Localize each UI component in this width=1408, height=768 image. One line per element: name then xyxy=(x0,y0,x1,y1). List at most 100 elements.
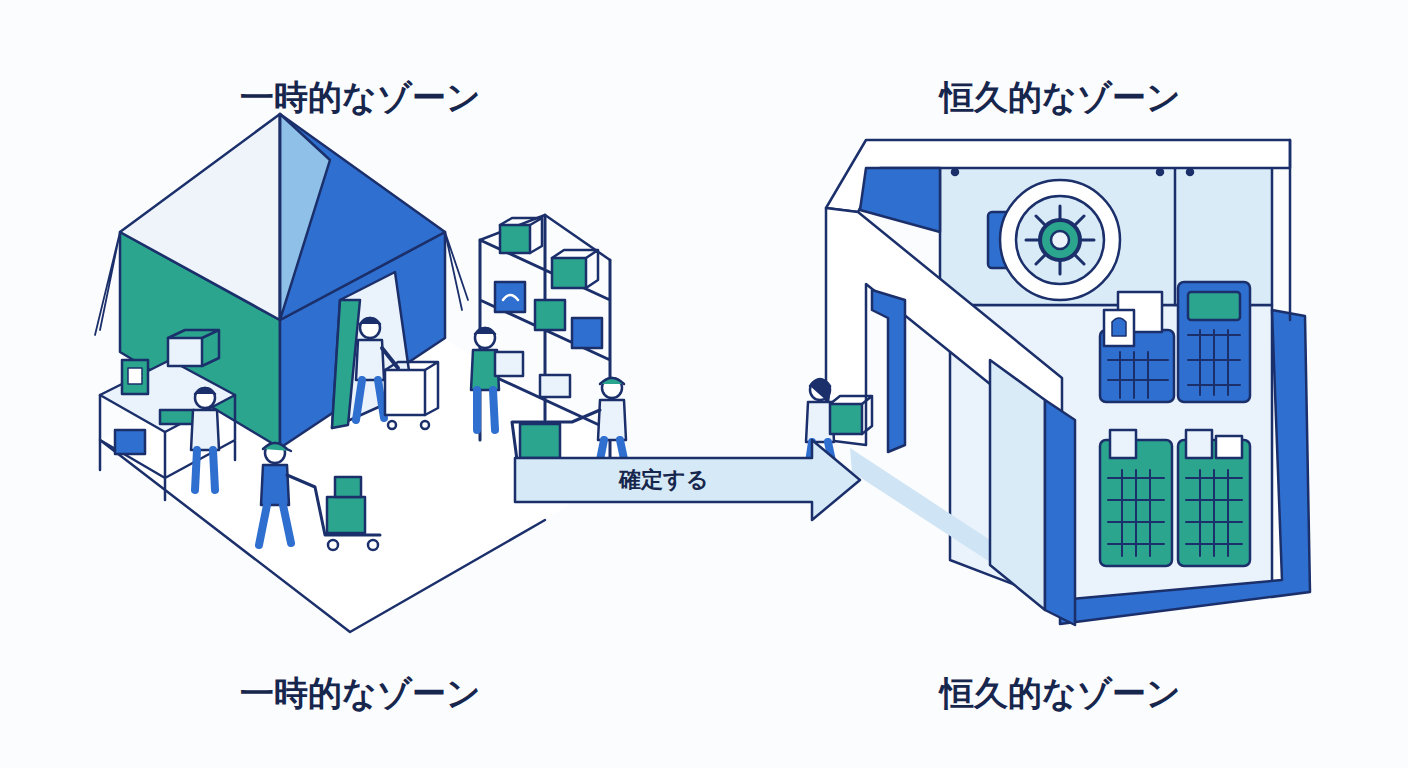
shelf-rack xyxy=(500,218,542,253)
storage-racks xyxy=(1178,282,1250,402)
worker xyxy=(382,348,398,368)
worker xyxy=(195,388,215,394)
left-table xyxy=(160,410,194,424)
shelf-rack xyxy=(500,225,530,253)
worker-with-cart xyxy=(335,477,361,497)
shelf-rack xyxy=(495,282,525,312)
vault-building xyxy=(1174,155,1177,305)
zone-heading: 一時的なゾーン xyxy=(240,76,481,119)
storage-racks xyxy=(1188,292,1240,320)
worker-with-cart xyxy=(328,540,338,550)
vault-door xyxy=(1016,196,1104,284)
cart xyxy=(388,421,396,429)
worker-with-cart xyxy=(598,400,626,440)
left-table xyxy=(100,395,235,500)
vault-building xyxy=(850,448,990,562)
storage-racks xyxy=(1110,430,1136,458)
worker-with-cart xyxy=(259,505,291,545)
left-table xyxy=(122,360,148,394)
worker xyxy=(477,390,495,430)
worker xyxy=(195,450,215,490)
zone-region: 一時的なゾーン一時的なゾーン xyxy=(205,70,515,720)
worker-with-cart xyxy=(520,424,560,458)
tent xyxy=(280,114,445,320)
worker xyxy=(356,380,384,420)
cart xyxy=(421,421,429,429)
worker-with-cart xyxy=(512,410,600,460)
cart xyxy=(385,370,425,415)
worker xyxy=(475,328,495,334)
shelf-rack xyxy=(480,215,610,260)
zone-region: 恒久的なゾーン恒久的なゾーン xyxy=(860,70,1260,720)
worker-carrying-box xyxy=(830,404,862,434)
worker-with-cart xyxy=(263,443,291,451)
storage-racks xyxy=(1186,430,1212,458)
vault-building xyxy=(1187,169,1193,175)
worker-with-cart xyxy=(259,443,380,550)
zone-caption: 恒久的なゾーン xyxy=(940,672,1181,715)
shelf-rack xyxy=(503,295,518,300)
worker xyxy=(471,328,523,430)
vault-door xyxy=(1000,180,1120,300)
vault-building xyxy=(1289,140,1292,320)
worker xyxy=(495,352,523,376)
storage-racks xyxy=(1188,330,1240,395)
storage-racks xyxy=(1100,282,1250,566)
vault-building xyxy=(872,290,905,452)
worker-carrying-box xyxy=(830,396,872,434)
left-table xyxy=(168,330,219,366)
arrow-label: 確定する xyxy=(613,463,715,497)
zone-caption: 一時的なゾーン xyxy=(240,672,481,715)
vault-door xyxy=(1026,206,1094,274)
vault-building xyxy=(952,169,958,175)
shelf-rack xyxy=(535,300,565,330)
tent xyxy=(120,114,280,320)
tent xyxy=(279,114,282,320)
left-table xyxy=(100,330,235,500)
left-table xyxy=(128,368,142,384)
worker-with-cart xyxy=(600,378,624,384)
worker-with-cart xyxy=(261,465,289,505)
vault-building xyxy=(1157,169,1163,175)
worker xyxy=(191,388,219,490)
vault-door xyxy=(988,180,1120,300)
storage-racks xyxy=(1104,310,1134,346)
worker xyxy=(195,388,215,408)
cart xyxy=(385,362,438,429)
flow-arrow xyxy=(515,440,860,520)
shelf-rack xyxy=(540,375,570,397)
floor xyxy=(100,440,545,632)
worker xyxy=(356,340,384,380)
tent xyxy=(280,114,330,320)
worker-carrying-box xyxy=(810,379,830,402)
shelf-rack xyxy=(552,250,598,288)
worker xyxy=(360,318,380,324)
zone-heading: 恒久的なゾーン xyxy=(940,76,1181,119)
worker xyxy=(475,328,495,348)
worker xyxy=(191,410,219,450)
left-table xyxy=(168,338,202,366)
shelf-rack xyxy=(552,258,586,288)
vault-door xyxy=(1040,220,1080,260)
shelf-rack xyxy=(480,215,610,460)
shelf-rack xyxy=(480,215,610,460)
storage-racks xyxy=(1216,436,1242,458)
vault-building xyxy=(990,360,1045,610)
tent xyxy=(95,114,468,448)
vault-building xyxy=(1045,400,1075,625)
cart xyxy=(385,362,438,415)
storage-racks xyxy=(1112,318,1126,336)
worker-with-cart xyxy=(327,497,365,533)
worker-with-cart xyxy=(287,475,380,535)
storage-racks xyxy=(1108,470,1242,556)
shelf-rack xyxy=(572,318,602,348)
worker xyxy=(360,318,380,338)
left-table xyxy=(115,430,145,454)
vault-door xyxy=(1051,231,1069,249)
vault-building xyxy=(826,140,1310,625)
storage-racks xyxy=(1108,352,1168,398)
worker-with-cart xyxy=(368,540,378,550)
